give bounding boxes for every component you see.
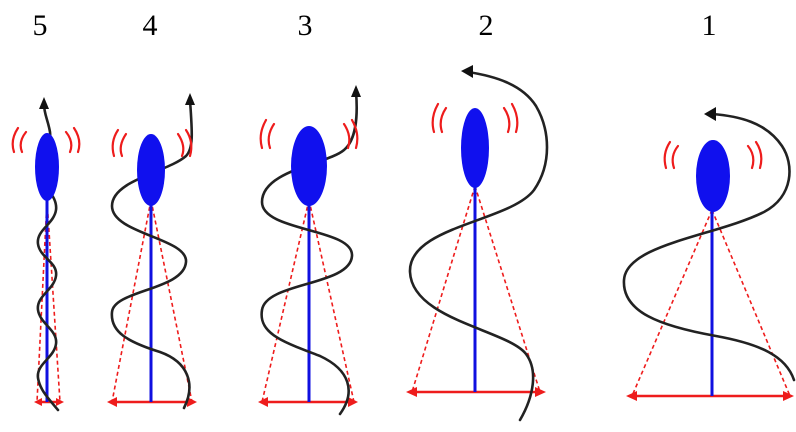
amplitude-arrow xyxy=(626,391,794,401)
vibration-left xyxy=(431,102,448,134)
cone-edge-left xyxy=(631,209,713,397)
panel-3: 3 xyxy=(258,9,361,416)
direction-arrowhead xyxy=(704,107,716,121)
panel-number: 1 xyxy=(702,9,717,42)
swimmer-head xyxy=(35,133,59,201)
cone-edge-left xyxy=(261,199,310,403)
cone-edge-right xyxy=(150,199,193,403)
vibration-left xyxy=(663,140,680,170)
cone-edge-right xyxy=(308,199,355,403)
swimmer-head xyxy=(137,134,165,206)
swimmer-head xyxy=(696,140,730,212)
direction-arrowhead xyxy=(39,97,49,109)
cone-edge-left xyxy=(411,185,476,393)
panel-4: 4 xyxy=(107,9,197,410)
vibration-left xyxy=(11,126,28,154)
vibration-right xyxy=(64,126,81,154)
vibration-right xyxy=(746,140,763,170)
helical-trajectory xyxy=(260,90,358,416)
panel-number: 3 xyxy=(298,9,313,42)
panel-number: 5 xyxy=(33,9,48,42)
cone-edge-right xyxy=(711,209,791,397)
cone-edge-left xyxy=(111,199,152,403)
direction-arrowhead xyxy=(351,85,361,97)
vibration-right xyxy=(342,118,359,150)
panel-5: 5 xyxy=(11,9,81,412)
panel-number: 2 xyxy=(479,9,494,42)
vibration-left xyxy=(259,118,276,150)
panel-2: 2 xyxy=(406,9,549,422)
vibration-right xyxy=(502,102,519,134)
swimmer-head xyxy=(461,108,489,188)
helical-trajectory xyxy=(110,98,194,410)
cone-edge-right xyxy=(46,199,61,403)
vibration-left xyxy=(111,128,128,158)
direction-arrowhead xyxy=(185,93,195,105)
direction-arrowhead xyxy=(461,65,473,78)
helical-trajectory xyxy=(622,112,796,382)
helical-trajectory xyxy=(408,70,549,422)
swimmer-head xyxy=(291,126,327,206)
vibration-right xyxy=(176,128,193,158)
amplitude-arrow xyxy=(34,398,64,406)
panel-number: 4 xyxy=(143,9,158,42)
cone-edge-right xyxy=(474,185,541,393)
panel-1: 1 xyxy=(622,9,796,401)
